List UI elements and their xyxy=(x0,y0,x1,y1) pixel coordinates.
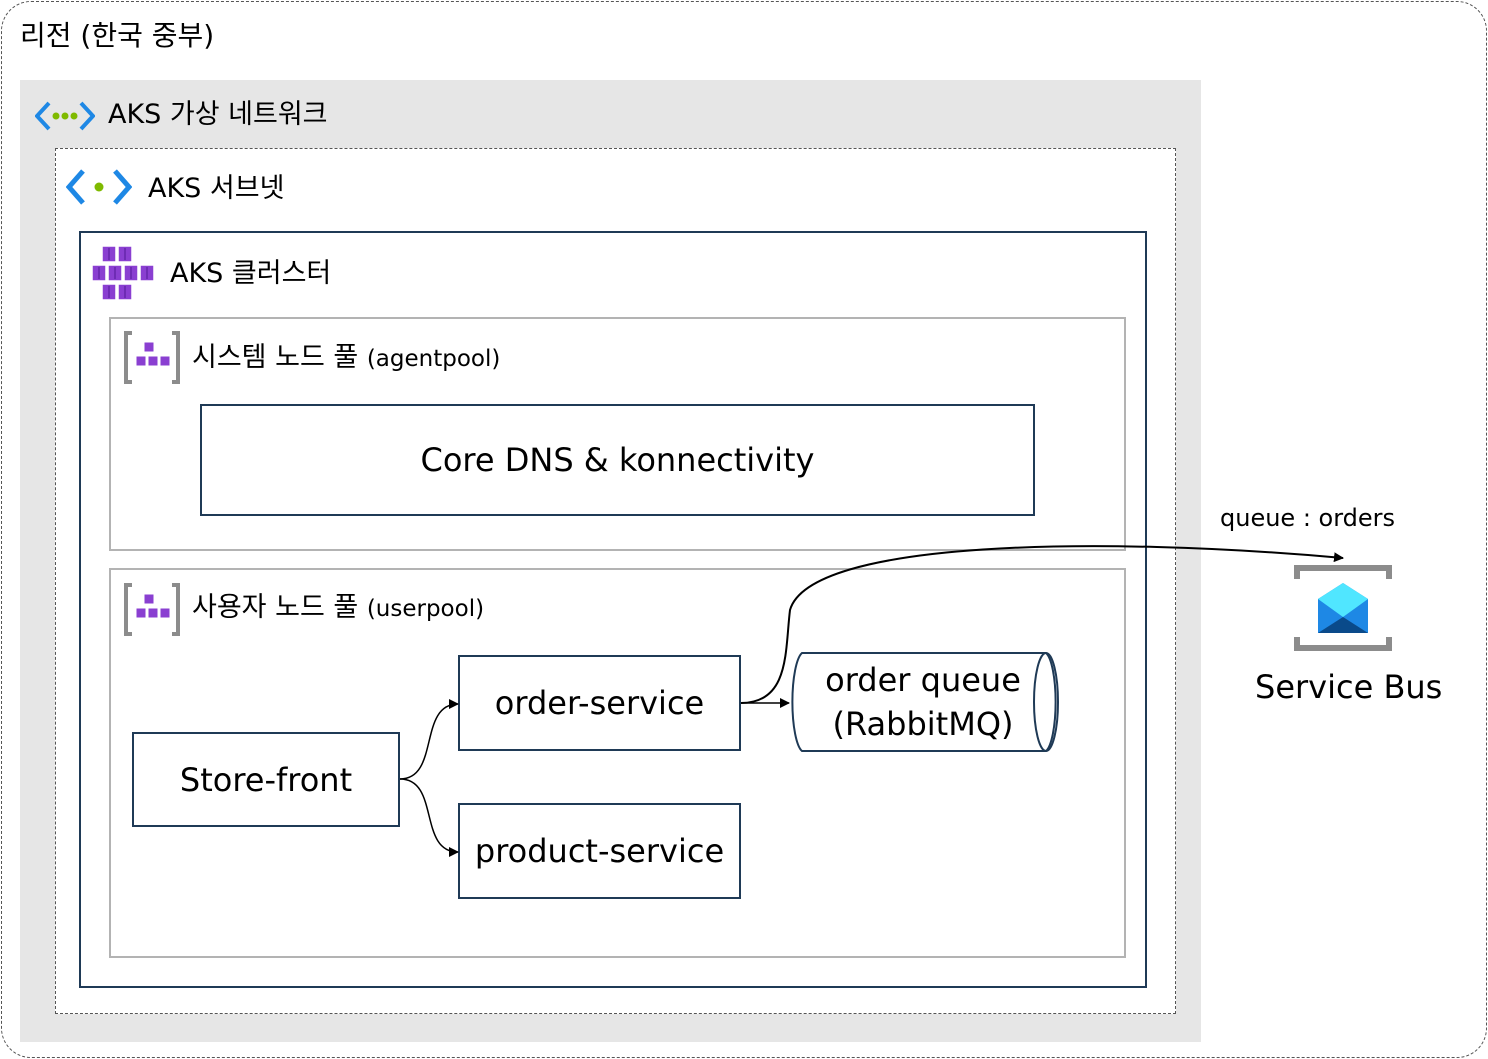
node-pool-icon xyxy=(124,583,180,636)
virtual-network-icon xyxy=(35,101,95,131)
subnet-label: AKS 서브넷 xyxy=(148,173,285,204)
service-bus-icon xyxy=(1294,565,1392,651)
aks-cluster-icon xyxy=(91,245,155,301)
virtual-network-label: AKS 가상 네트워크 xyxy=(108,99,328,130)
order-service-to-service-bus-arrow xyxy=(740,545,1344,704)
order-service-box: order-service xyxy=(458,655,741,751)
store-front-to-order-service-arrow xyxy=(399,699,459,780)
queue-orders-label: queue : orders xyxy=(1220,504,1396,532)
region-label: 리전 (한국 중부) xyxy=(20,19,215,52)
core-dns-konnectivity-box: Core DNS & konnectivity xyxy=(200,404,1035,516)
order-queue-cylinder xyxy=(791,652,1059,752)
user-node-pool-label: 사용자 노드 풀 (userpool) xyxy=(192,592,485,623)
aks-cluster-label: AKS 클러스터 xyxy=(170,258,332,289)
order-queue-label: order queue (RabbitMQ) xyxy=(825,661,1021,743)
store-front-box: Store-front xyxy=(132,732,400,827)
product-service-box: product-service xyxy=(458,803,741,899)
node-pool-icon xyxy=(124,331,180,384)
service-bus-label: Service Bus xyxy=(1255,668,1443,706)
subnet-icon xyxy=(66,169,132,205)
system-node-pool-label: 시스템 노드 풀 (agentpool) xyxy=(192,342,501,373)
store-front-to-product-service-arrow xyxy=(399,778,459,857)
